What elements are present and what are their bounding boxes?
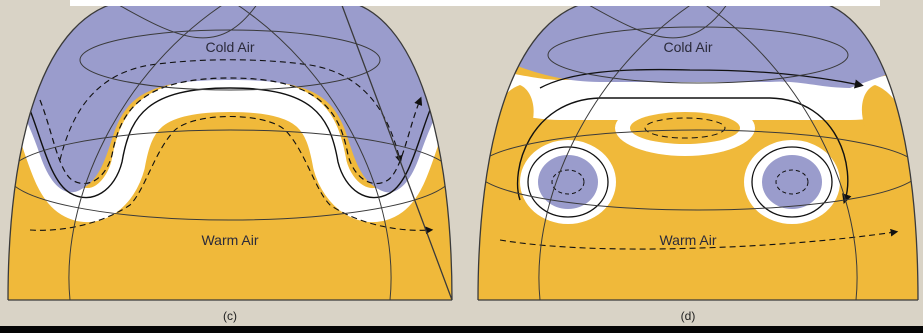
panel-caption: (c)	[223, 309, 237, 323]
cold-air-cutoff-low	[762, 155, 822, 209]
cold-air-label: Cold Air	[205, 39, 254, 55]
cold-air-cutoff-low	[538, 155, 598, 209]
panel-caption: (d)	[681, 309, 696, 323]
warm-air-cutoff-high	[630, 112, 740, 144]
panel-d: Cold Air Warm Air (d)	[470, 0, 923, 323]
cold-air-label: Cold Air	[663, 39, 712, 55]
warm-air-label: Warm Air	[659, 232, 716, 248]
bottom-bar	[0, 326, 923, 333]
top-border	[70, 0, 880, 6]
panel-c: Cold Air Warm Air (c)	[0, 0, 460, 323]
warm-air-label: Warm Air	[201, 232, 258, 248]
